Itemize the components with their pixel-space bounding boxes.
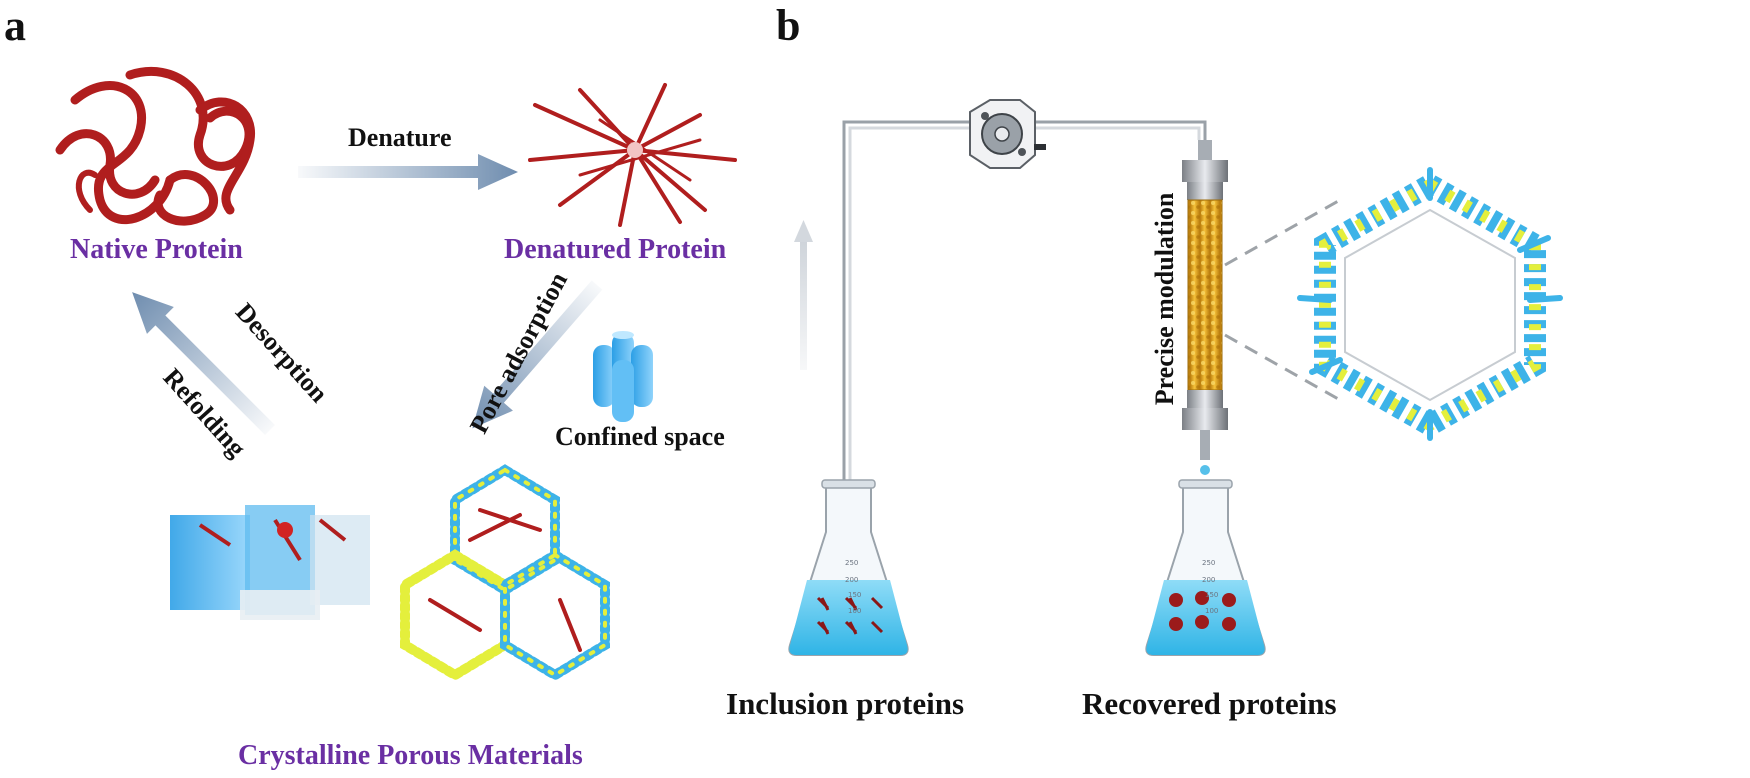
peristaltic-pump-icon <box>969 99 1046 169</box>
recovered-proteins-label: Recovered proteins <box>1082 686 1337 721</box>
flask-right-mark-100: 100 <box>1205 607 1218 615</box>
crystalline-porous-materials-label: Crystalline Porous Materials <box>238 740 583 771</box>
pore-adsorption-arrow <box>472 280 603 429</box>
flask-left-mark-150: 150 <box>848 591 861 599</box>
flask-left-mark-200: 200 <box>845 576 858 584</box>
native-protein-label: Native Protein <box>70 234 243 265</box>
native-protein-structure <box>55 66 255 226</box>
porous-framework-hexagons <box>400 464 610 681</box>
flask-right-mark-250: 250 <box>1202 559 1215 567</box>
refolded-protein-blocks <box>170 505 370 620</box>
flow-up-arrow <box>794 220 813 370</box>
chromatography-column <box>1182 140 1228 460</box>
denatured-protein-label: Denatured Protein <box>504 234 727 265</box>
flask-inclusion <box>788 479 909 656</box>
denature-label: Denature <box>348 123 452 152</box>
precise-modulation-label: Precise modulation <box>1150 192 1179 406</box>
panel-a-letter: a <box>4 1 26 50</box>
flask-left-mark-250: 250 <box>845 559 858 567</box>
panel-b-letter: b <box>776 1 801 50</box>
flask-recovered <box>1145 479 1266 656</box>
flask-right-mark-150: 150 <box>1205 591 1218 599</box>
framework-pore-zoom <box>1297 167 1563 441</box>
confined-space-cells-icon <box>593 331 653 422</box>
inclusion-proteins-label: Inclusion proteins <box>726 686 965 721</box>
flask-left-mark-100: 100 <box>848 607 861 615</box>
denatured-protein-structure <box>528 83 737 227</box>
confined-space-label: Confined space <box>555 422 725 451</box>
desorption-refolding-arrow <box>132 292 275 435</box>
flask-right-mark-200: 200 <box>1202 576 1215 584</box>
denature-arrow <box>298 154 518 190</box>
